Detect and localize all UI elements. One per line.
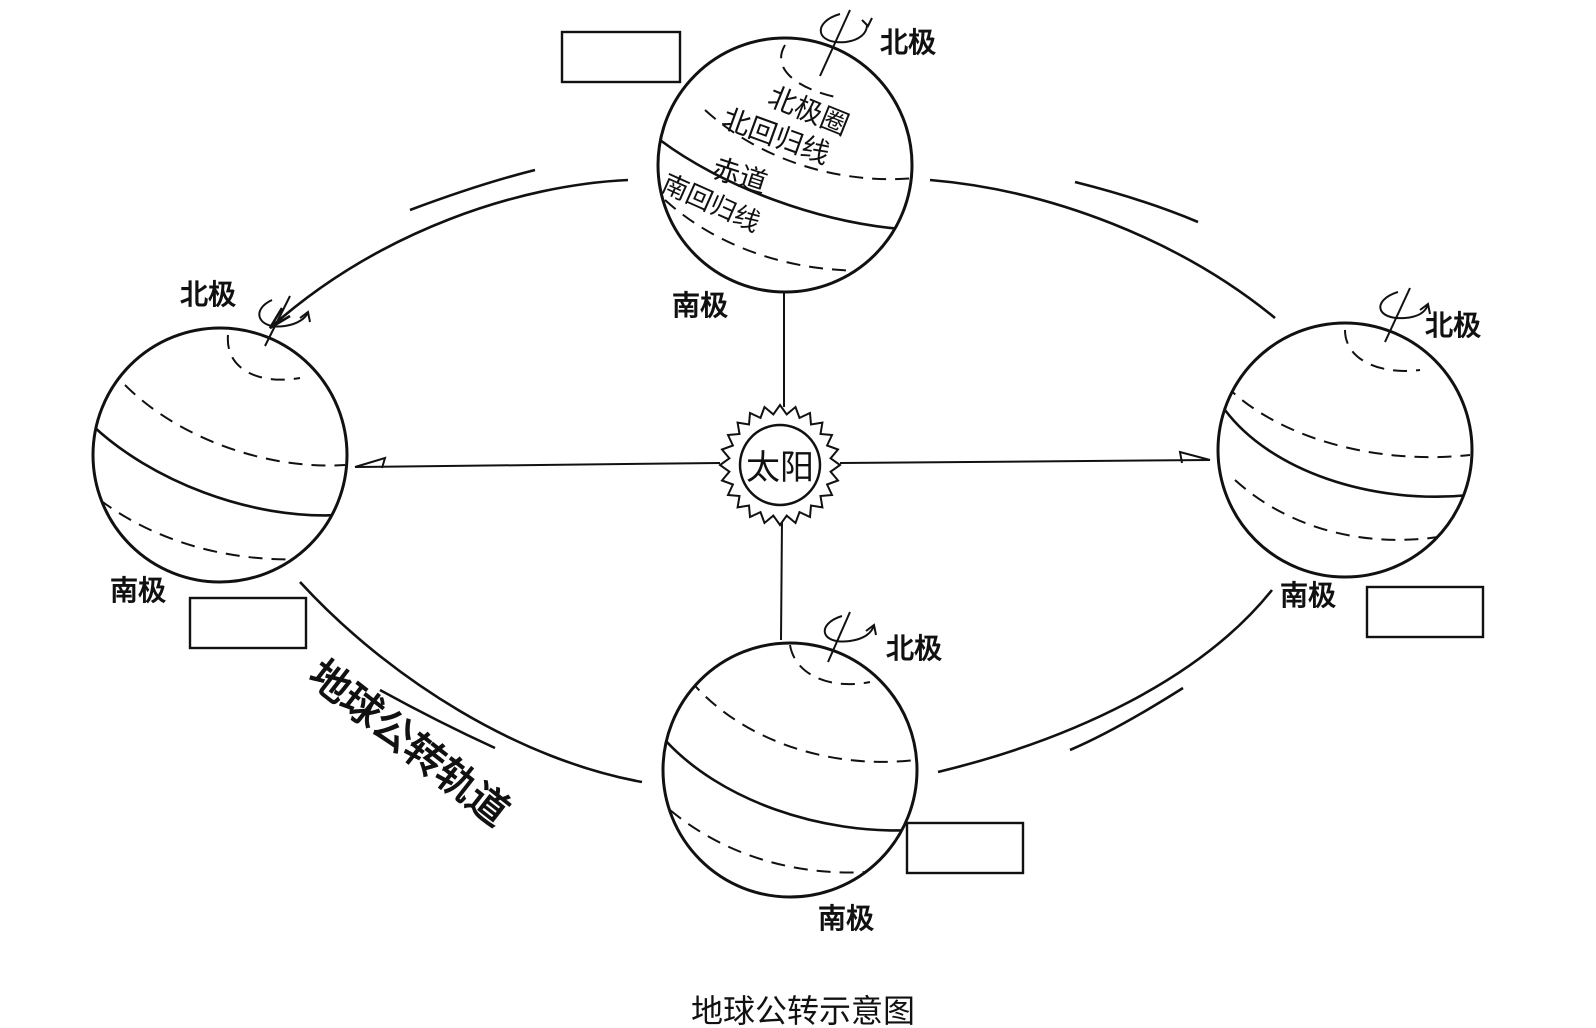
south-pole-label: 南极: [1280, 579, 1336, 612]
answer-box-left[interactable]: [188, 596, 308, 650]
globe-left: 北极 南极: [91, 278, 349, 607]
sun-label: 太阳: [746, 448, 814, 488]
north-pole-label: 北极: [886, 632, 942, 665]
globe-top: 北极圈 北回归线 赤道 南回归线 北极 南极: [656, 9, 936, 322]
answer-box-top[interactable]: [560, 30, 682, 84]
diagram-caption: 地球公转示意图: [691, 992, 915, 1028]
north-pole-label: 北极: [1425, 309, 1481, 342]
answer-box-bottom[interactable]: [905, 821, 1025, 875]
south-pole-label: 南极: [672, 289, 728, 322]
globe-bottom: 北极 南极: [661, 611, 942, 935]
orbit-path: [268, 168, 1276, 784]
north-pole-label: 北极: [180, 278, 236, 311]
south-pole-label: 南极: [818, 902, 874, 935]
sun: 太阳: [718, 403, 842, 527]
answer-box-right[interactable]: [1365, 585, 1485, 639]
north-pole-label: 北极: [880, 26, 936, 59]
south-pole-label: 南极: [110, 574, 166, 607]
globe-right: 北极 南极: [1216, 287, 1481, 612]
